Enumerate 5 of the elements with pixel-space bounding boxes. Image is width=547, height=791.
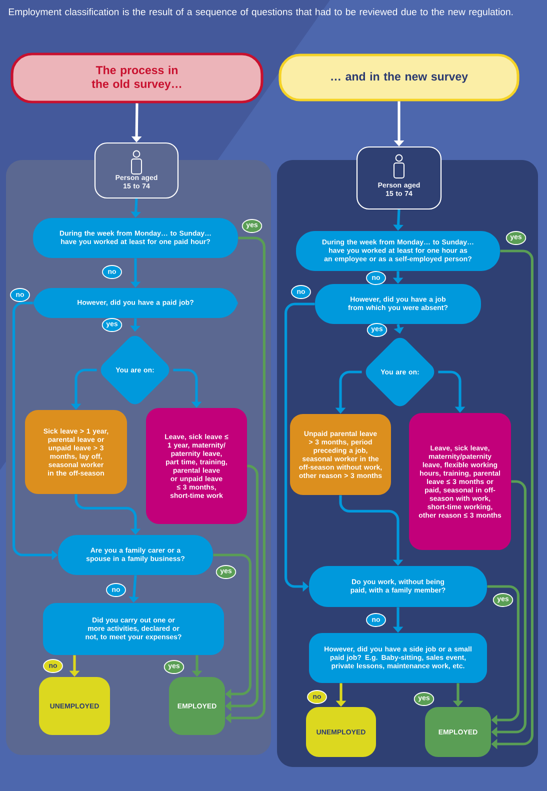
arrow [487,585,520,726]
heading-box: The process in the old survey… [10,52,264,104]
title-text: Employment classification is the result of a sequence of questions that had to be reviewed due to the new regulation. [8,8,513,18]
arrow [213,554,252,700]
heading-box: … and in the new survey [278,54,520,102]
